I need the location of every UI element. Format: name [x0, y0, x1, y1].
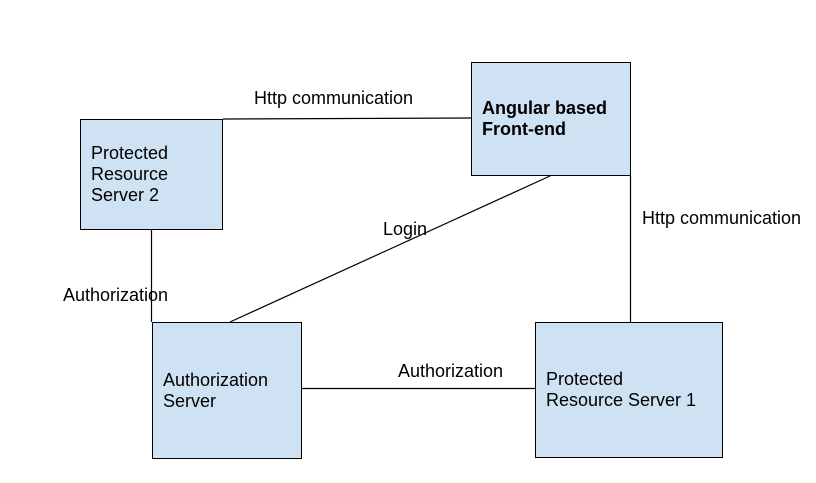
edge-label-authorization-left: Authorization	[63, 285, 169, 305]
edge-angular-auth-login-line	[229, 175, 551, 323]
edge-label-login: Login	[383, 219, 428, 239]
node-protected-resource-server-2: Protected Resource Server 2	[80, 119, 223, 230]
edge-label-http-communication-right: Http communication	[642, 208, 802, 228]
node-protected-resource-server-1: Protected Resource Server 1	[535, 322, 723, 458]
edge-label-http-communication-top: Http communication	[254, 88, 414, 108]
edge-prs2-angular-line	[222, 117, 472, 120]
node-angular-frontend: Angular based Front-end	[471, 62, 631, 176]
edge-label-authorization-bottom: Authorization	[398, 361, 504, 381]
node-authorization-server: Authorization Server	[152, 322, 302, 459]
